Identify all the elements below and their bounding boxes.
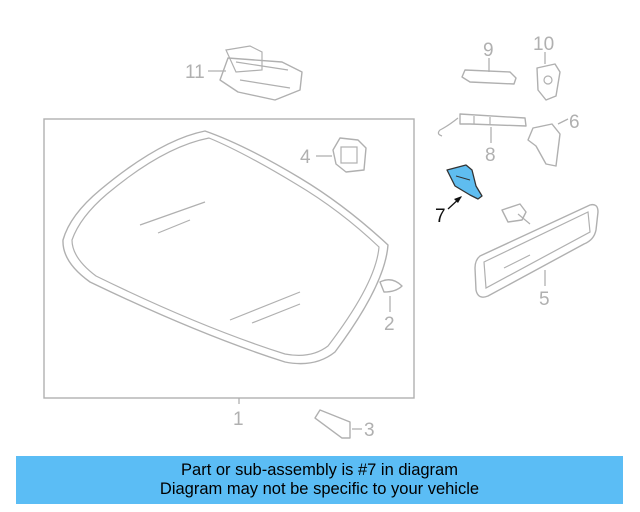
- part-5-mirror: [474, 203, 599, 298]
- callout-3: 3: [364, 420, 375, 441]
- callout-1: 1: [233, 409, 244, 430]
- part-2-clip: [379, 279, 403, 312]
- callout-11: 11: [185, 62, 205, 83]
- callout-6: 6: [569, 112, 580, 133]
- callout-5: 5: [539, 289, 550, 310]
- part-9-cover: [461, 58, 517, 85]
- part-7-bracket-highlighted: [446, 164, 483, 210]
- part-6-cover: [527, 118, 569, 167]
- part-4-clip: [316, 137, 367, 173]
- callout-8: 8: [485, 145, 496, 166]
- callout-2: 2: [384, 314, 395, 335]
- banner-line-1: Part or sub-assembly is #7 in diagram: [181, 461, 458, 479]
- banner-line-2: Diagram may not be specific to your vehi…: [159, 480, 480, 498]
- part-10-sensor: [536, 52, 561, 101]
- windshield-glass: [62, 130, 389, 404]
- info-banner: Part or sub-assembly is #7 in diagram Di…: [16, 456, 623, 504]
- callout-4: 4: [300, 147, 311, 168]
- part-11-module: [208, 45, 303, 101]
- part-3-spacer: [314, 409, 362, 439]
- callout-7: 7: [435, 206, 446, 227]
- callout-10: 10: [533, 34, 554, 55]
- parts-diagram: 11 4 9 10 6 8 7 5 2 1 3: [43, 34, 599, 441]
- windshield-frame: [43, 118, 415, 399]
- part-8-bracket: [437, 113, 527, 143]
- callout-9: 9: [483, 40, 494, 61]
